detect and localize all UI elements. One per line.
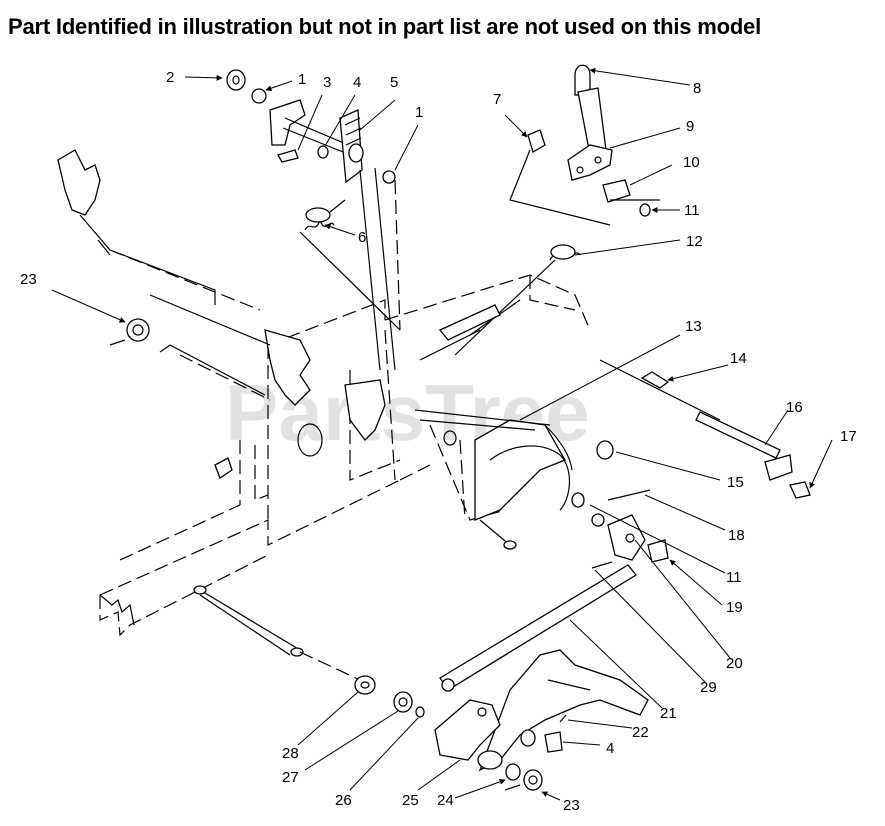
bushing-part-1 [251,88,267,104]
washer-part-27 [393,691,413,713]
bushing-23-left [109,318,150,346]
callout-11: 11 [684,202,700,219]
callout-24: 24 [437,792,454,809]
washer-part-4 [317,145,329,159]
top-right-cluster [419,64,660,361]
callout-13: 13 [685,318,702,335]
washer-part-11 [639,203,651,217]
callout-1b: 1 [415,104,423,121]
callout-18: 18 [728,527,745,544]
callout-4b: 4 [606,740,614,757]
washer-part-2 [226,69,246,91]
callout-12: 12 [686,233,703,250]
callout-22: 22 [632,724,649,741]
callout-11b: 11 [726,569,742,586]
callout-20: 20 [726,655,743,672]
washer-part-26 [415,706,425,718]
callout-17: 17 [840,428,857,445]
bushing-part-23b [523,769,543,791]
callout-26: 26 [335,792,352,809]
callout-19: 19 [726,599,743,616]
top-cluster [226,69,401,371]
callout-9: 9 [686,118,694,135]
nut-part-15 [596,440,614,460]
diagram-note: Part Identified in illustration but not … [8,14,762,39]
bolt-part-14 [640,371,670,389]
pedal-arm [354,649,649,791]
callout-27: 27 [282,769,299,786]
washer-part-28 [354,675,376,695]
callout-1: 1 [298,71,306,88]
callout-16: 16 [786,399,803,416]
callout-6: 6 [358,229,366,246]
nut-part-7 [527,129,546,153]
spacer-part-10 [602,179,631,203]
callout-29: 29 [700,679,717,696]
callout-25: 25 [402,792,419,809]
leader-lines [51,67,833,801]
lever-part-9 [567,144,613,181]
washer-part-24 [505,763,521,781]
callout-7: 7 [493,91,501,108]
bolt-part-17 [789,481,811,499]
callout-5: 5 [390,74,398,91]
pedal-part-22 [478,649,649,772]
callout-8: 8 [693,80,701,97]
pin-part-4b [544,731,563,753]
callout-3: 3 [323,74,331,91]
callout-28: 28 [282,745,299,762]
bracket-part-25 [434,699,501,761]
bolt-part-19 [647,539,669,563]
callout-23: 23 [20,271,37,288]
callout-2: 2 [166,69,174,86]
brake-quadrant [414,409,573,521]
main-frame [57,149,591,681]
washer-part-11b [571,492,585,508]
right-cluster [439,359,811,692]
bushing-part-1b [382,170,396,184]
callout-15: 15 [727,474,744,491]
rod-part-16 [695,411,781,459]
callout-4: 4 [353,74,361,91]
callout-labels: 2 1 3 4 5 1 6 7 8 9 10 11 12 23 13 14 16… [20,69,857,814]
bracket-part-3 [269,99,306,146]
callout-10: 10 [683,154,700,171]
callout-14: 14 [730,350,747,367]
callout-21: 21 [660,705,677,722]
callout-23b: 23 [563,797,580,814]
